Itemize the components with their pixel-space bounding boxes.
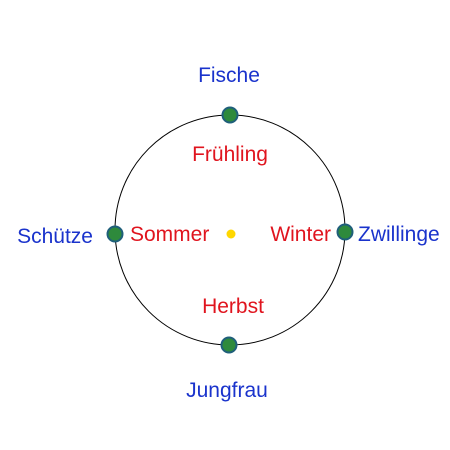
season-label-top: Frühling bbox=[192, 143, 268, 166]
zodiac-label-top: Fische bbox=[198, 64, 260, 87]
earth-position-right bbox=[336, 223, 354, 241]
earth-position-top bbox=[221, 106, 239, 124]
season-label-right: Winter bbox=[270, 223, 331, 246]
earth-position-left bbox=[106, 225, 124, 243]
earth-position-bottom bbox=[220, 336, 238, 354]
zodiac-label-left: Schütze bbox=[17, 225, 93, 248]
zodiac-label-bottom: Jungfrau bbox=[186, 379, 268, 402]
sun-dot bbox=[226, 229, 236, 239]
season-label-left: Sommer bbox=[130, 223, 209, 246]
season-label-bottom: Herbst bbox=[202, 295, 264, 318]
zodiac-label-right: Zwillinge bbox=[358, 223, 440, 246]
